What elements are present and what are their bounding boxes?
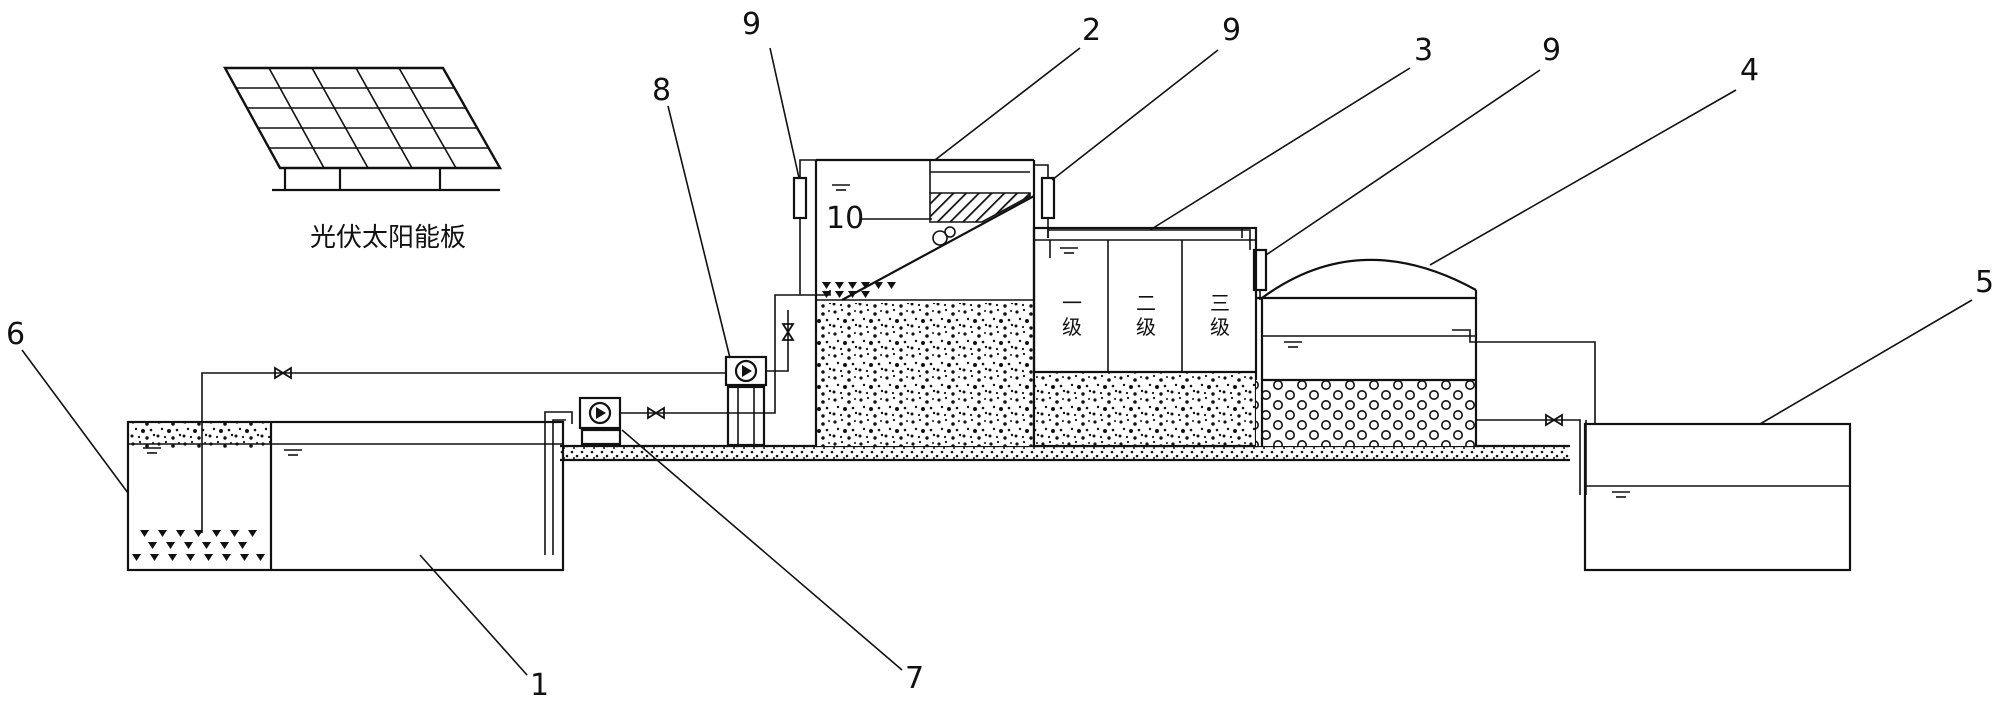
label-8: 8 <box>652 73 671 108</box>
stage-2-char-a: 二 <box>1136 291 1156 315</box>
label-6: 6 <box>6 317 25 352</box>
label-7: 7 <box>905 661 924 696</box>
label-2: 2 <box>1082 13 1101 48</box>
stage-3-char-b: 级 <box>1210 315 1230 339</box>
solar-panel: 光伏太阳能板 <box>222 66 503 253</box>
stage-1-char-b: 级 <box>1062 315 1082 339</box>
label-1: 1 <box>530 668 549 703</box>
stage-1-char-a: 一 <box>1062 291 1082 315</box>
clean-water-tank <box>1583 422 1852 572</box>
pump-8 <box>724 310 794 447</box>
label-5: 5 <box>1975 265 1994 300</box>
label-9a: 9 <box>742 7 761 42</box>
pump-7 <box>578 290 831 446</box>
stage-3-char-a: 三 <box>1210 291 1230 315</box>
callouts: 9 2 9 3 9 4 5 8 6 1 7 <box>6 7 1994 703</box>
label-9b: 9 <box>1222 13 1241 48</box>
stage-2-char-b: 级 <box>1136 315 1156 339</box>
level-indicator-a <box>792 176 808 295</box>
ground-strip <box>560 444 1570 462</box>
label-10: 10 <box>826 201 864 236</box>
label-3: 3 <box>1414 33 1433 68</box>
collection-tank <box>126 367 727 572</box>
settling-tank: 10 <box>799 158 1049 446</box>
label-4: 4 <box>1740 53 1759 88</box>
dome-filter-tank <box>1256 258 1596 495</box>
three-stage-tank: 一 级 二 级 三 级 <box>1032 226 1258 448</box>
solar-panel-label: 光伏太阳能板 <box>310 223 466 253</box>
label-9c: 9 <box>1542 33 1561 68</box>
